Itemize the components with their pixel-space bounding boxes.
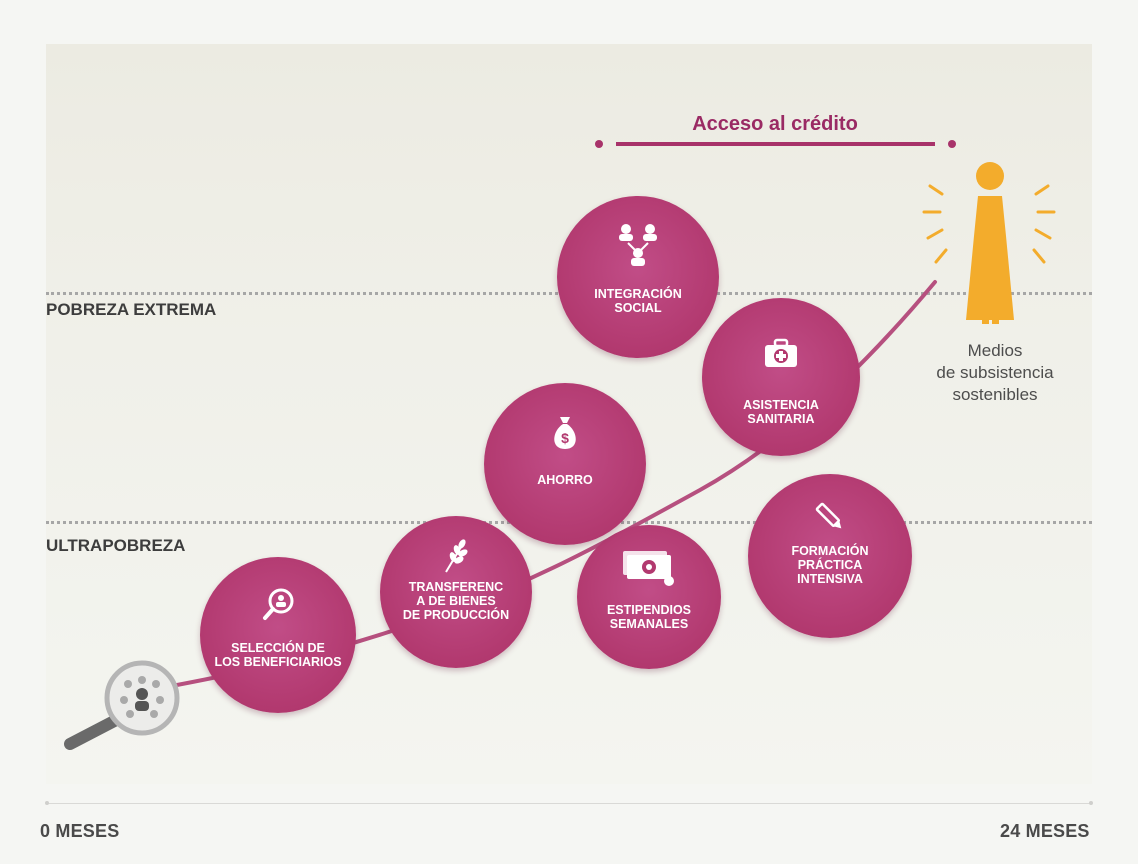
step-label: ASISTENCIA SANITARIA xyxy=(743,398,819,426)
woman-figure-icon xyxy=(966,162,1014,324)
credit-range-bar xyxy=(595,140,956,148)
step-label: TRANSFERENC A DE BIENES DE PRODUCCIÓN xyxy=(402,580,510,622)
axis-start-label: 0 MESES xyxy=(40,821,120,841)
people-network-icon xyxy=(557,222,719,273)
step-weekly-stipends: ESTIPENDIOS SEMANALES xyxy=(577,525,721,669)
outcome-label: Medios de subsistencia sostenibles xyxy=(936,341,1054,404)
axis-end-label: 24 MESES xyxy=(1000,821,1090,841)
step-label: INTEGRACIÓN SOCIAL xyxy=(594,287,682,315)
magnifier-crowd-icon xyxy=(64,660,180,750)
money-icon xyxy=(577,547,721,592)
step-health-care: ASISTENCIA SANITARIA xyxy=(702,298,860,456)
step-label: ESTIPENDIOS SEMANALES xyxy=(606,603,692,631)
extreme-poverty-label: POBREZA EXTREMA xyxy=(46,300,217,319)
radiance-lines xyxy=(922,184,1056,264)
step-beneficiary-selection: SELECCIÓN DE LOS BENEFICIARIOS xyxy=(200,557,356,713)
pencil-icon xyxy=(748,500,912,539)
step-savings: $ AHORRO xyxy=(484,383,646,545)
first-aid-kit-icon xyxy=(702,338,860,375)
axis-start-dot xyxy=(45,801,49,805)
timeline-axis xyxy=(46,803,1092,804)
credit-access-label: Acceso al crédito xyxy=(692,113,858,135)
step-label: SELECCIÓN DE LOS BENEFICIARIOS xyxy=(214,641,342,669)
step-label: AHORRO xyxy=(537,473,593,487)
wheat-icon xyxy=(380,536,532,581)
magnifier-person-icon xyxy=(200,585,356,630)
step-social-integration: INTEGRACIÓN SOCIAL xyxy=(557,196,719,358)
step-label: FORMACIÓN PRÁCTICA INTENSIVA xyxy=(791,544,869,586)
svg-text:$: $ xyxy=(561,430,569,446)
ultra-poverty-label: ULTRAPOBREZA xyxy=(46,536,186,555)
axis-end-dot xyxy=(1089,801,1093,805)
step-practical-training: FORMACIÓN PRÁCTICA INTENSIVA xyxy=(748,474,912,638)
money-bag-icon: $ xyxy=(484,413,646,458)
step-asset-transfer: TRANSFERENC A DE BIENES DE PRODUCCIÓN xyxy=(380,516,532,668)
